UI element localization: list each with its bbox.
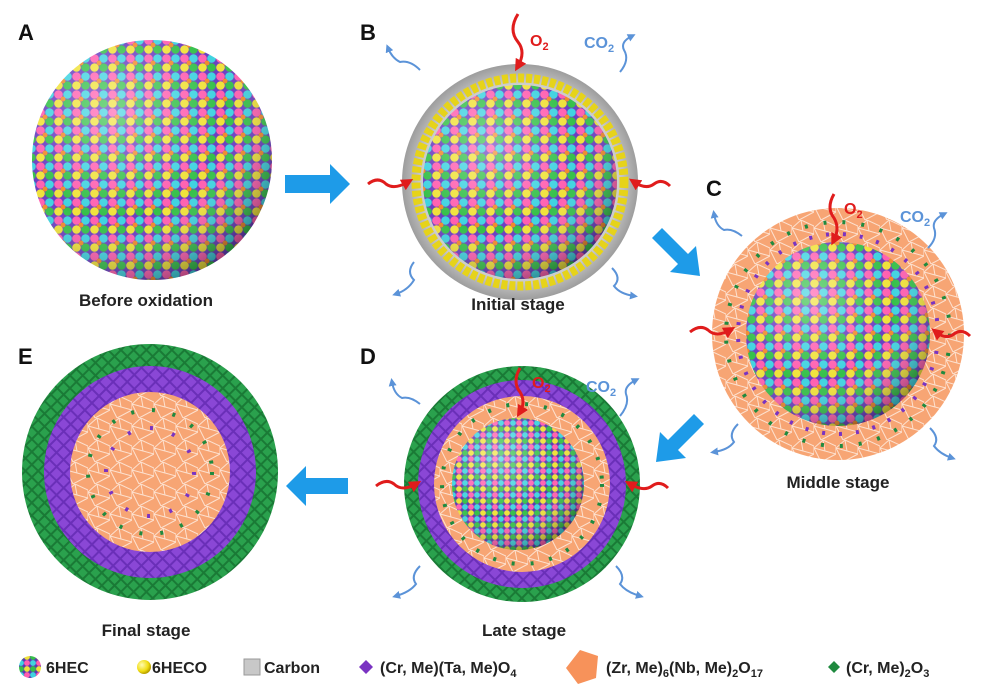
o2-label-c: O2 <box>844 201 863 221</box>
arrow-a-to-b <box>285 164 350 204</box>
panel-c-letter: C <box>706 176 722 201</box>
o2-arrow-b <box>511 13 527 72</box>
co2-arrow-d-bl <box>392 565 421 599</box>
caption-initial-stage: Initial stage <box>471 295 565 314</box>
panel-d: D O2 CO2 Late stage <box>360 344 670 640</box>
co2-arrow-c-tl <box>710 210 743 237</box>
arrow-c-to-d <box>656 414 704 462</box>
caption-late-stage: Late stage <box>482 621 566 640</box>
o2-arrow-c <box>828 193 843 246</box>
panel-b: B O2 CO2 Initial stage <box>360 13 672 314</box>
co2-arrow-c-bl <box>710 423 739 456</box>
o2-label-d: O2 <box>532 375 551 395</box>
panel-a: A Before oxidation <box>18 20 272 310</box>
legend-item-6heco: 6HECO <box>137 660 207 677</box>
panel-c: C O2 CO2 Middle stage <box>689 176 972 492</box>
o2-arrow-c-left <box>689 325 736 339</box>
panel-e-letter: E <box>18 344 33 369</box>
legend-item-zr-nb-oxide: (Zr, Me)6(Nb, Me)2O17 <box>566 650 763 684</box>
co2-label-b: CO2 <box>584 35 614 55</box>
panel-d-letter: D <box>360 344 376 369</box>
co2-label-d: CO2 <box>586 379 616 399</box>
carbon-legend-icon <box>243 658 261 676</box>
co2-arrow-d-br <box>615 565 644 599</box>
panel-b-letter: B <box>360 20 376 45</box>
green-oxide-dots-e <box>86 408 214 536</box>
co2-arrow-b-bl <box>392 261 416 297</box>
arrow-d-to-e <box>286 466 348 506</box>
o2-arrow-d-left <box>375 479 422 493</box>
purple-oxide-dots-e <box>104 426 196 518</box>
co2-arrow-d-tl <box>388 378 421 405</box>
green-diamond-icon <box>828 661 840 673</box>
o2-label-b: O2 <box>530 33 549 53</box>
legend-item-carbon: Carbon <box>243 658 320 677</box>
caption-middle-stage: Middle stage <box>787 473 890 492</box>
co2-arrow-d-tr <box>619 378 640 417</box>
6hec-legend-icon <box>19 656 41 678</box>
6hec-core-c <box>746 242 930 426</box>
co2-arrow-b-tl <box>385 44 421 71</box>
legend-item-cr-oxide: (Cr, Me)2O3 <box>828 660 929 680</box>
legend-label-carbon: Carbon <box>264 660 320 677</box>
o2-arrow-d-right <box>624 481 670 493</box>
o2-arrow-c-right <box>931 328 972 341</box>
purple-diamond-icon <box>359 660 373 674</box>
co2-arrow-b-br <box>611 267 638 300</box>
caption-before-oxidation: Before oxidation <box>79 291 213 310</box>
green-oxide-dots-c <box>724 220 952 448</box>
legend-item-6hec: 6HEC <box>19 656 89 678</box>
o2-arrow-b-left <box>367 178 414 191</box>
co2-arrow-c-br <box>929 427 956 461</box>
6heco-legend-icon <box>137 660 151 674</box>
orange-pentagon-icon <box>566 650 598 684</box>
legend-label-cr-ta-oxide: (Cr, Me)(Ta, Me)O4 <box>380 660 517 680</box>
legend-label-6heco: 6HECO <box>152 660 207 677</box>
6hec-core-b <box>423 85 617 279</box>
green-oxide-dots-d <box>440 402 604 566</box>
arrow-b-to-c <box>652 228 700 276</box>
legend-label-6hec: 6HEC <box>46 660 89 677</box>
legend-item-cr-ta-oxide: (Cr, Me)(Ta, Me)O4 <box>359 660 517 680</box>
o2-arrow-b-right <box>629 178 672 191</box>
panel-a-letter: A <box>18 20 34 45</box>
6hec-core-d <box>452 418 584 550</box>
co2-label-c: CO2 <box>900 209 930 229</box>
panel-e: E Final stage <box>18 344 278 640</box>
caption-final-stage: Final stage <box>102 621 191 640</box>
legend-label-cr-oxide: (Cr, Me)2O3 <box>846 660 929 680</box>
o2-arrow-d <box>514 367 529 418</box>
legend: 6HEC 6HECO Carbon (Cr, Me)(Ta, Me)O4 (Zr… <box>19 650 929 684</box>
orange-oxide-core-e <box>70 392 230 552</box>
co2-arrow-b-tr <box>619 34 636 73</box>
legend-label-zr-nb-oxide: (Zr, Me)6(Nb, Me)2O17 <box>606 660 763 680</box>
co2-arrow-c-tr <box>927 212 948 249</box>
6heco-bead-layer <box>411 73 629 291</box>
6hec-particle-a <box>32 40 272 280</box>
